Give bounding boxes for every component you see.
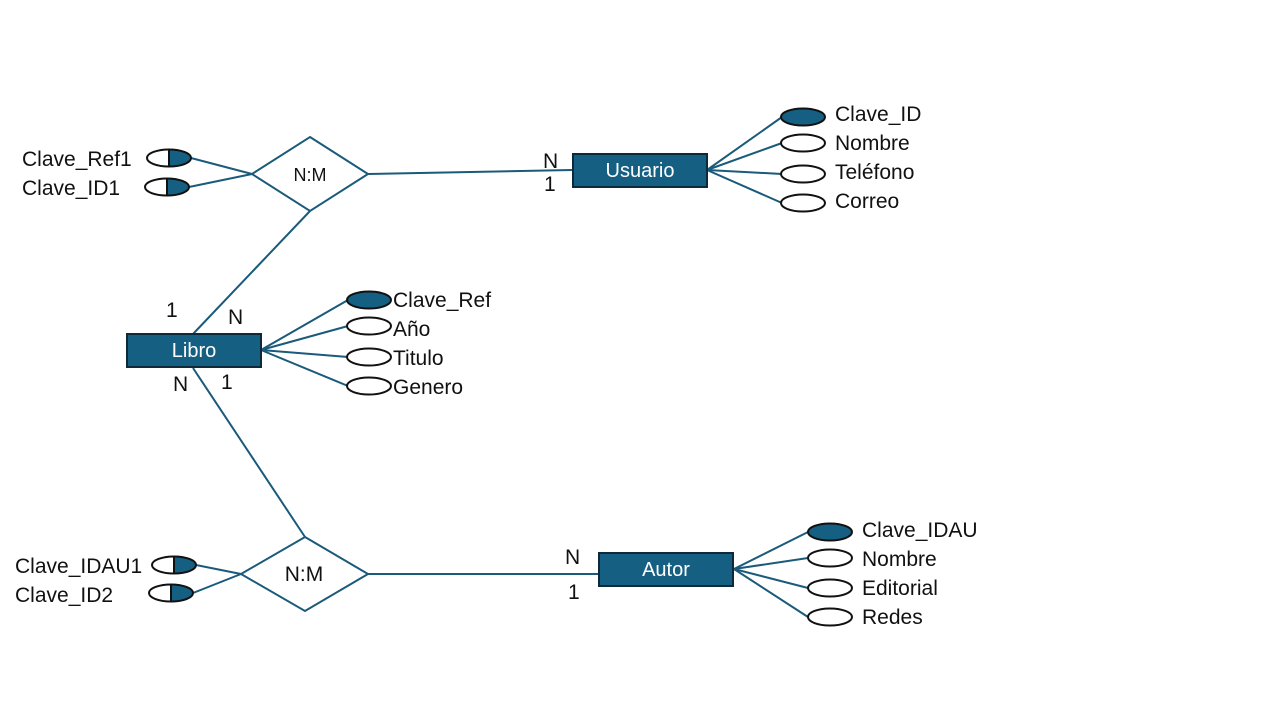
attribute-oval (780, 133, 826, 153)
entity-label: Autor (642, 559, 690, 581)
attribute-oval (807, 578, 853, 598)
attribute-label: Clave_Ref1 (22, 148, 132, 171)
relationship-top[interactable]: N:M (250, 135, 370, 213)
attribute-oval (780, 164, 826, 184)
line-usuario-attr (706, 142, 783, 171)
line-libro-attr (260, 299, 349, 351)
cardinality-label: 1 (568, 581, 580, 604)
attribute-label: Clave_ID2 (15, 584, 113, 607)
primary-key-oval (346, 290, 392, 310)
foreign-key-oval (148, 583, 194, 603)
relationship-bottom[interactable]: N:M (239, 535, 370, 613)
relationship-diamond (250, 135, 370, 213)
cardinality-label: 1 (544, 173, 556, 196)
line-usuario-attr (706, 169, 783, 175)
entity-label: Usuario (606, 160, 675, 182)
attribute-label: Correo (835, 190, 899, 213)
attribute-label: Nombre (835, 132, 910, 155)
attribute-oval (807, 548, 853, 568)
line-libro-attr (260, 325, 349, 351)
attribute-label: Año (393, 318, 430, 341)
attribute-oval (807, 607, 853, 627)
attribute-label: Genero (393, 376, 463, 399)
line-autor-attr (733, 557, 809, 570)
attribute-label: Editorial (862, 577, 938, 600)
entity-libro[interactable]: Libro (126, 333, 262, 368)
cardinality-label: 1 (221, 371, 233, 394)
entity-box (598, 552, 734, 587)
line-rel-top-attr (188, 173, 253, 188)
foreign-key-oval (146, 148, 192, 168)
entity-label: Libro (172, 340, 216, 362)
line-usuario-attr (706, 169, 783, 204)
entity-box (126, 333, 262, 368)
line-rel-bottom-attr (192, 573, 242, 594)
line-rel-top-attr (190, 157, 253, 175)
line-rel-top-usuario (367, 169, 573, 175)
connector-lines (188, 116, 809, 618)
line-rel-top-libro (192, 210, 311, 335)
foreign-key-oval (151, 555, 197, 575)
attribute-label: Clave_ID (835, 103, 921, 126)
primary-key-oval (807, 522, 853, 542)
rel-top-attributes: Clave_Ref1 Clave_ID1 (22, 148, 192, 200)
line-libro-attr (260, 349, 349, 358)
line-autor-attr (733, 531, 809, 570)
entity-box (572, 153, 708, 188)
line-autor-attr (733, 568, 809, 589)
relationship-label: N:M (285, 563, 324, 586)
attribute-label: Teléfono (835, 161, 914, 184)
entity-autor[interactable]: Autor (598, 552, 734, 587)
attribute-label: Titulo (393, 347, 444, 370)
attribute-label: Clave_Ref (393, 289, 491, 312)
cardinality-label: N (228, 306, 243, 329)
line-libro-attr (260, 349, 349, 387)
relationship-label: N:M (294, 165, 327, 185)
primary-key-oval (780, 107, 826, 127)
attribute-label: Clave_IDAU (862, 519, 978, 542)
attribute-oval (346, 316, 392, 336)
line-rel-bottom-attr (195, 564, 242, 575)
autor-attributes: Clave_IDAU Nombre Editorial Redes (807, 519, 978, 629)
usuario-attributes: Clave_ID Nombre Teléfono Correo (780, 103, 921, 213)
cardinality-label: N (173, 373, 188, 396)
line-autor-attr (733, 568, 809, 618)
cardinality-label: 1 (166, 299, 178, 322)
line-usuario-attr (706, 116, 783, 171)
libro-attributes: Clave_Ref Año Titulo Genero (346, 289, 491, 399)
attribute-oval (346, 347, 392, 367)
attribute-oval (346, 376, 392, 396)
attribute-label: Nombre (862, 548, 937, 571)
cardinality-label: N (565, 546, 580, 569)
cardinality-labels: N 1 1 N N 1 N 1 (166, 150, 580, 604)
line-libro-rel-bottom (192, 367, 306, 538)
attribute-oval (780, 193, 826, 213)
entity-usuario[interactable]: Usuario (572, 153, 708, 188)
relationship-diamond (239, 535, 370, 613)
attribute-label: Redes (862, 606, 923, 629)
attribute-label: Clave_ID1 (22, 177, 120, 200)
attribute-label: Clave_IDAU1 (15, 555, 142, 578)
foreign-key-oval (144, 177, 190, 197)
cardinality-label: N (543, 150, 558, 173)
rel-bottom-attributes: Clave_IDAU1 Clave_ID2 (15, 555, 197, 607)
